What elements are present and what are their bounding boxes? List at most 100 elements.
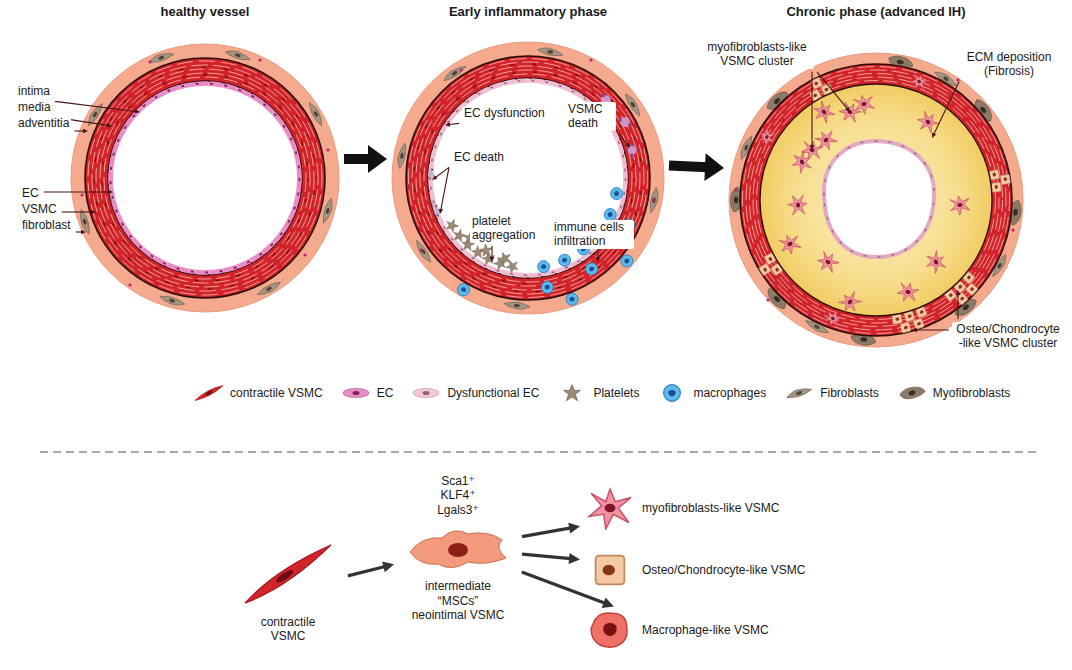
drawing-g: [618, 115, 633, 131]
legend-icon: [192, 382, 226, 404]
cell-label: myofibroblasts-like VSMC: [642, 501, 779, 515]
drawing-use: [810, 99, 838, 126]
drawing-use: [810, 77, 822, 89]
drawing-circle: [128, 283, 131, 286]
cell-label: contractile VSMC: [246, 615, 330, 644]
connector-line: [522, 554, 571, 558]
drawing-use: [591, 613, 627, 647]
drawing-circle: [629, 153, 633, 157]
drawing-use: [786, 194, 808, 217]
drawing-use: [664, 385, 681, 402]
drawing-circle: [651, 198, 654, 201]
flow-arrow: [522, 553, 580, 564]
connector-line: [344, 154, 371, 164]
legend-icon: [555, 382, 589, 404]
drawing-circle: [628, 122, 633, 127]
drawing-g: [242, 540, 334, 607]
vessel-cross-section: healthy vessel: [70, 0, 340, 318]
drawing-use: [913, 318, 924, 329]
arrow-head: [704, 153, 724, 181]
drawing-circle: [601, 93, 606, 98]
drawing-circle: [424, 74, 632, 282]
cell-label: Macrophage-like VSMC: [642, 623, 769, 637]
drawing-use: [504, 301, 530, 310]
legend-icon: [782, 382, 816, 404]
drawing-use: [896, 281, 920, 305]
drawing-use: [852, 93, 876, 117]
drawing-circle: [412, 62, 644, 294]
drawing-circle: [111, 84, 300, 273]
vessel-cross-section: Early inflammatory phase: [391, 0, 665, 318]
drawing-circle: [422, 72, 634, 284]
arrow-head: [368, 145, 387, 173]
drawing-circle: [111, 84, 300, 273]
cell-type-node: Osteo/Chondrocyte-like VSMC: [584, 548, 805, 592]
flow-arrow: [348, 562, 394, 576]
legend-item: macrophages: [655, 382, 766, 404]
drawing-path: [242, 540, 334, 607]
arrow-head: [602, 598, 614, 608]
drawing-circle: [148, 60, 151, 63]
drawing-circle: [589, 58, 592, 61]
drawing-circle: [750, 74, 1003, 327]
legend-item: Platelets: [555, 382, 639, 404]
cell-type-node: Sca1⁺ KLF4⁺ Lgals3⁺ intermediate “MSCs” …: [398, 474, 518, 622]
drawing-use: [823, 308, 843, 328]
cell-type-node: myofibroblasts-like VSMC: [584, 486, 779, 530]
drawing-circle: [757, 81, 996, 320]
drawing-use: [900, 322, 911, 333]
drawing-circle: [459, 68, 462, 71]
flow-arrow: [522, 523, 580, 537]
drawing-use: [1000, 174, 1010, 184]
separator-line: [40, 451, 1040, 453]
contractile-cell-drawing: [236, 538, 340, 610]
legend: contractile VSMC EC Dysfunctional EC Platel…: [192, 382, 1010, 404]
drawing-ellipse: [275, 568, 295, 584]
drawing-circle: [436, 214, 439, 217]
drawing-use: [596, 556, 625, 585]
drawing-use: [537, 260, 551, 274]
drawing-circle: [108, 81, 302, 275]
drawing-use: [814, 249, 841, 275]
drawing-circle: [746, 70, 1006, 330]
drawing-circle: [85, 58, 325, 298]
drawing-circle: [104, 77, 306, 279]
drawing-circle: [630, 143, 634, 147]
drawing-circle: [618, 118, 622, 122]
phase-heading: Early inflammatory phase: [391, 4, 665, 20]
connector-line: [348, 567, 385, 576]
drawing-use: [478, 243, 494, 259]
drawing-use: [956, 293, 969, 306]
drawing-use: [759, 263, 771, 275]
legend-text: Dysfunctional EC: [447, 386, 539, 400]
drawing-circle: [760, 84, 992, 316]
myofibroblast-like-cell-drawing: [584, 486, 636, 530]
legend-text: Fibroblasts: [820, 386, 879, 400]
legend-icon: [895, 382, 929, 404]
drawing-path: [410, 531, 506, 568]
drawing-use: [537, 46, 564, 57]
intermediate-cell-drawing: [402, 522, 514, 574]
drawing-use: [909, 72, 929, 92]
drawing-g: [743, 67, 1010, 334]
drawing-use: [892, 314, 902, 324]
callout-label: ECM deposition (Fibrosis): [962, 50, 1056, 79]
drawing-circle: [428, 172, 434, 178]
callout-label: VSMC: [20, 202, 59, 216]
drawing-circle: [956, 78, 959, 81]
legend-item: EC: [339, 382, 394, 404]
drawing-circle: [766, 298, 769, 301]
drawing-circle: [409, 59, 648, 298]
drawing-use: [837, 289, 865, 316]
drawing-use: [396, 142, 407, 169]
legend-text: contractile VSMC: [230, 386, 323, 400]
flow-arrow: [669, 153, 724, 181]
legend-text: EC: [377, 386, 394, 400]
legend-item: Dysfunctional EC: [409, 382, 539, 404]
drawing-circle: [431, 168, 434, 171]
drawing-circle: [433, 207, 441, 215]
drawing-use: [813, 127, 840, 153]
legend-text: Platelets: [593, 386, 639, 400]
drawing-use: [443, 218, 459, 234]
callout-label: immune cells infiltration: [552, 220, 634, 249]
